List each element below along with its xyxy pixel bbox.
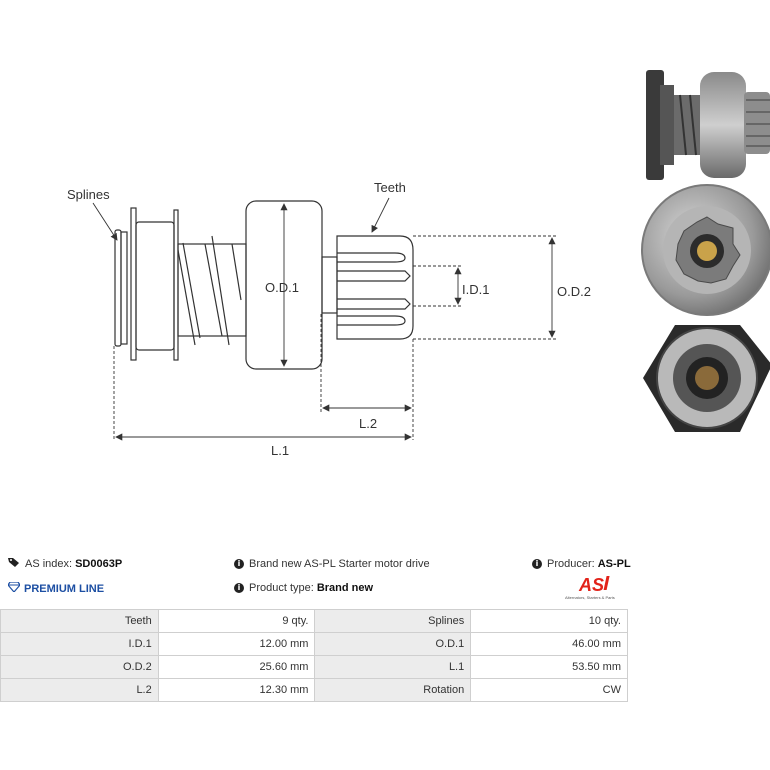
spec-label: L.1 — [314, 655, 472, 679]
logo-text: AS — [578, 575, 604, 595]
label-l2: L.2 — [359, 416, 377, 431]
logo-subtext: Alternators, Starters & Parts — [565, 595, 615, 600]
product-type-label: Product type: — [249, 582, 314, 594]
product-type-value: Brand new — [316, 582, 374, 594]
spec-table: Teeth 9 qty. Splines 10 qty. I.D.1 12.00… — [0, 609, 628, 702]
producer-label: Producer: — [547, 558, 595, 570]
label-l1: L.1 — [271, 443, 289, 458]
label-teeth: Teeth — [374, 180, 406, 195]
premium-line-label: PREMIUM LINE — [24, 582, 105, 595]
label-id1: I.D.1 — [462, 282, 489, 297]
spec-value: 53.50 mm — [470, 655, 628, 679]
photo-side-view — [646, 70, 770, 180]
spec-value: CW — [470, 678, 628, 702]
product-photos — [641, 70, 770, 432]
info-icon: i — [234, 583, 244, 593]
photo-front-view — [641, 184, 770, 316]
premium-line-row: PREMIUM LINE — [7, 581, 105, 595]
spec-value: 12.30 mm — [157, 678, 316, 702]
as-index-value: SD0063P — [75, 558, 123, 570]
as-index-label: AS index: — [25, 558, 73, 570]
info-icon: i — [234, 559, 244, 569]
spec-value: 9 qty. — [157, 609, 316, 633]
table-row: O.D.2 25.60 mm L.1 53.50 mm — [0, 655, 628, 679]
producer-value: AS-PL — [597, 558, 631, 570]
info-icon: i — [532, 559, 542, 569]
spec-label: O.D.2 — [0, 655, 159, 679]
part-outline — [114, 200, 414, 370]
tag-icon — [8, 557, 20, 571]
dimension-lines — [92, 197, 556, 441]
description-text: Brand new AS-PL Starter motor drive — [249, 558, 430, 570]
spec-value: 25.60 mm — [157, 655, 316, 679]
table-row: L.2 12.30 mm Rotation CW — [0, 678, 628, 702]
technical-drawing: Splines Teeth O.D.1 I.D.1 O.D.2 L.2 L.1 — [67, 180, 591, 458]
spec-label: O.D.1 — [314, 632, 472, 656]
diamond-icon — [7, 581, 21, 595]
spec-value: 12.00 mm — [157, 632, 316, 656]
spec-label: I.D.1 — [0, 632, 159, 656]
table-row: I.D.1 12.00 mm O.D.1 46.00 mm — [0, 632, 628, 656]
as-index-row: AS index: SD0063P — [8, 557, 122, 571]
spec-value: 10 qty. — [470, 609, 628, 633]
spec-value: 46.00 mm — [470, 632, 628, 656]
label-od1: O.D.1 — [265, 280, 299, 295]
producer-row: i Producer: AS-PL — [532, 558, 631, 570]
spec-label: Rotation — [314, 678, 472, 702]
table-row: Teeth 9 qty. Splines 10 qty. — [0, 609, 628, 633]
label-od2: O.D.2 — [557, 284, 591, 299]
spec-label: Splines — [314, 609, 472, 633]
photo-rear-view — [643, 325, 770, 432]
as-pl-logo: AS Alternators, Starters & Parts — [565, 575, 615, 600]
spec-label: L.2 — [0, 678, 159, 702]
description-row: i Brand new AS-PL Starter motor drive — [234, 558, 430, 570]
spec-label: Teeth — [0, 609, 159, 633]
product-type-row: i Product type: Brand new — [234, 582, 373, 594]
label-splines: Splines — [67, 187, 110, 202]
